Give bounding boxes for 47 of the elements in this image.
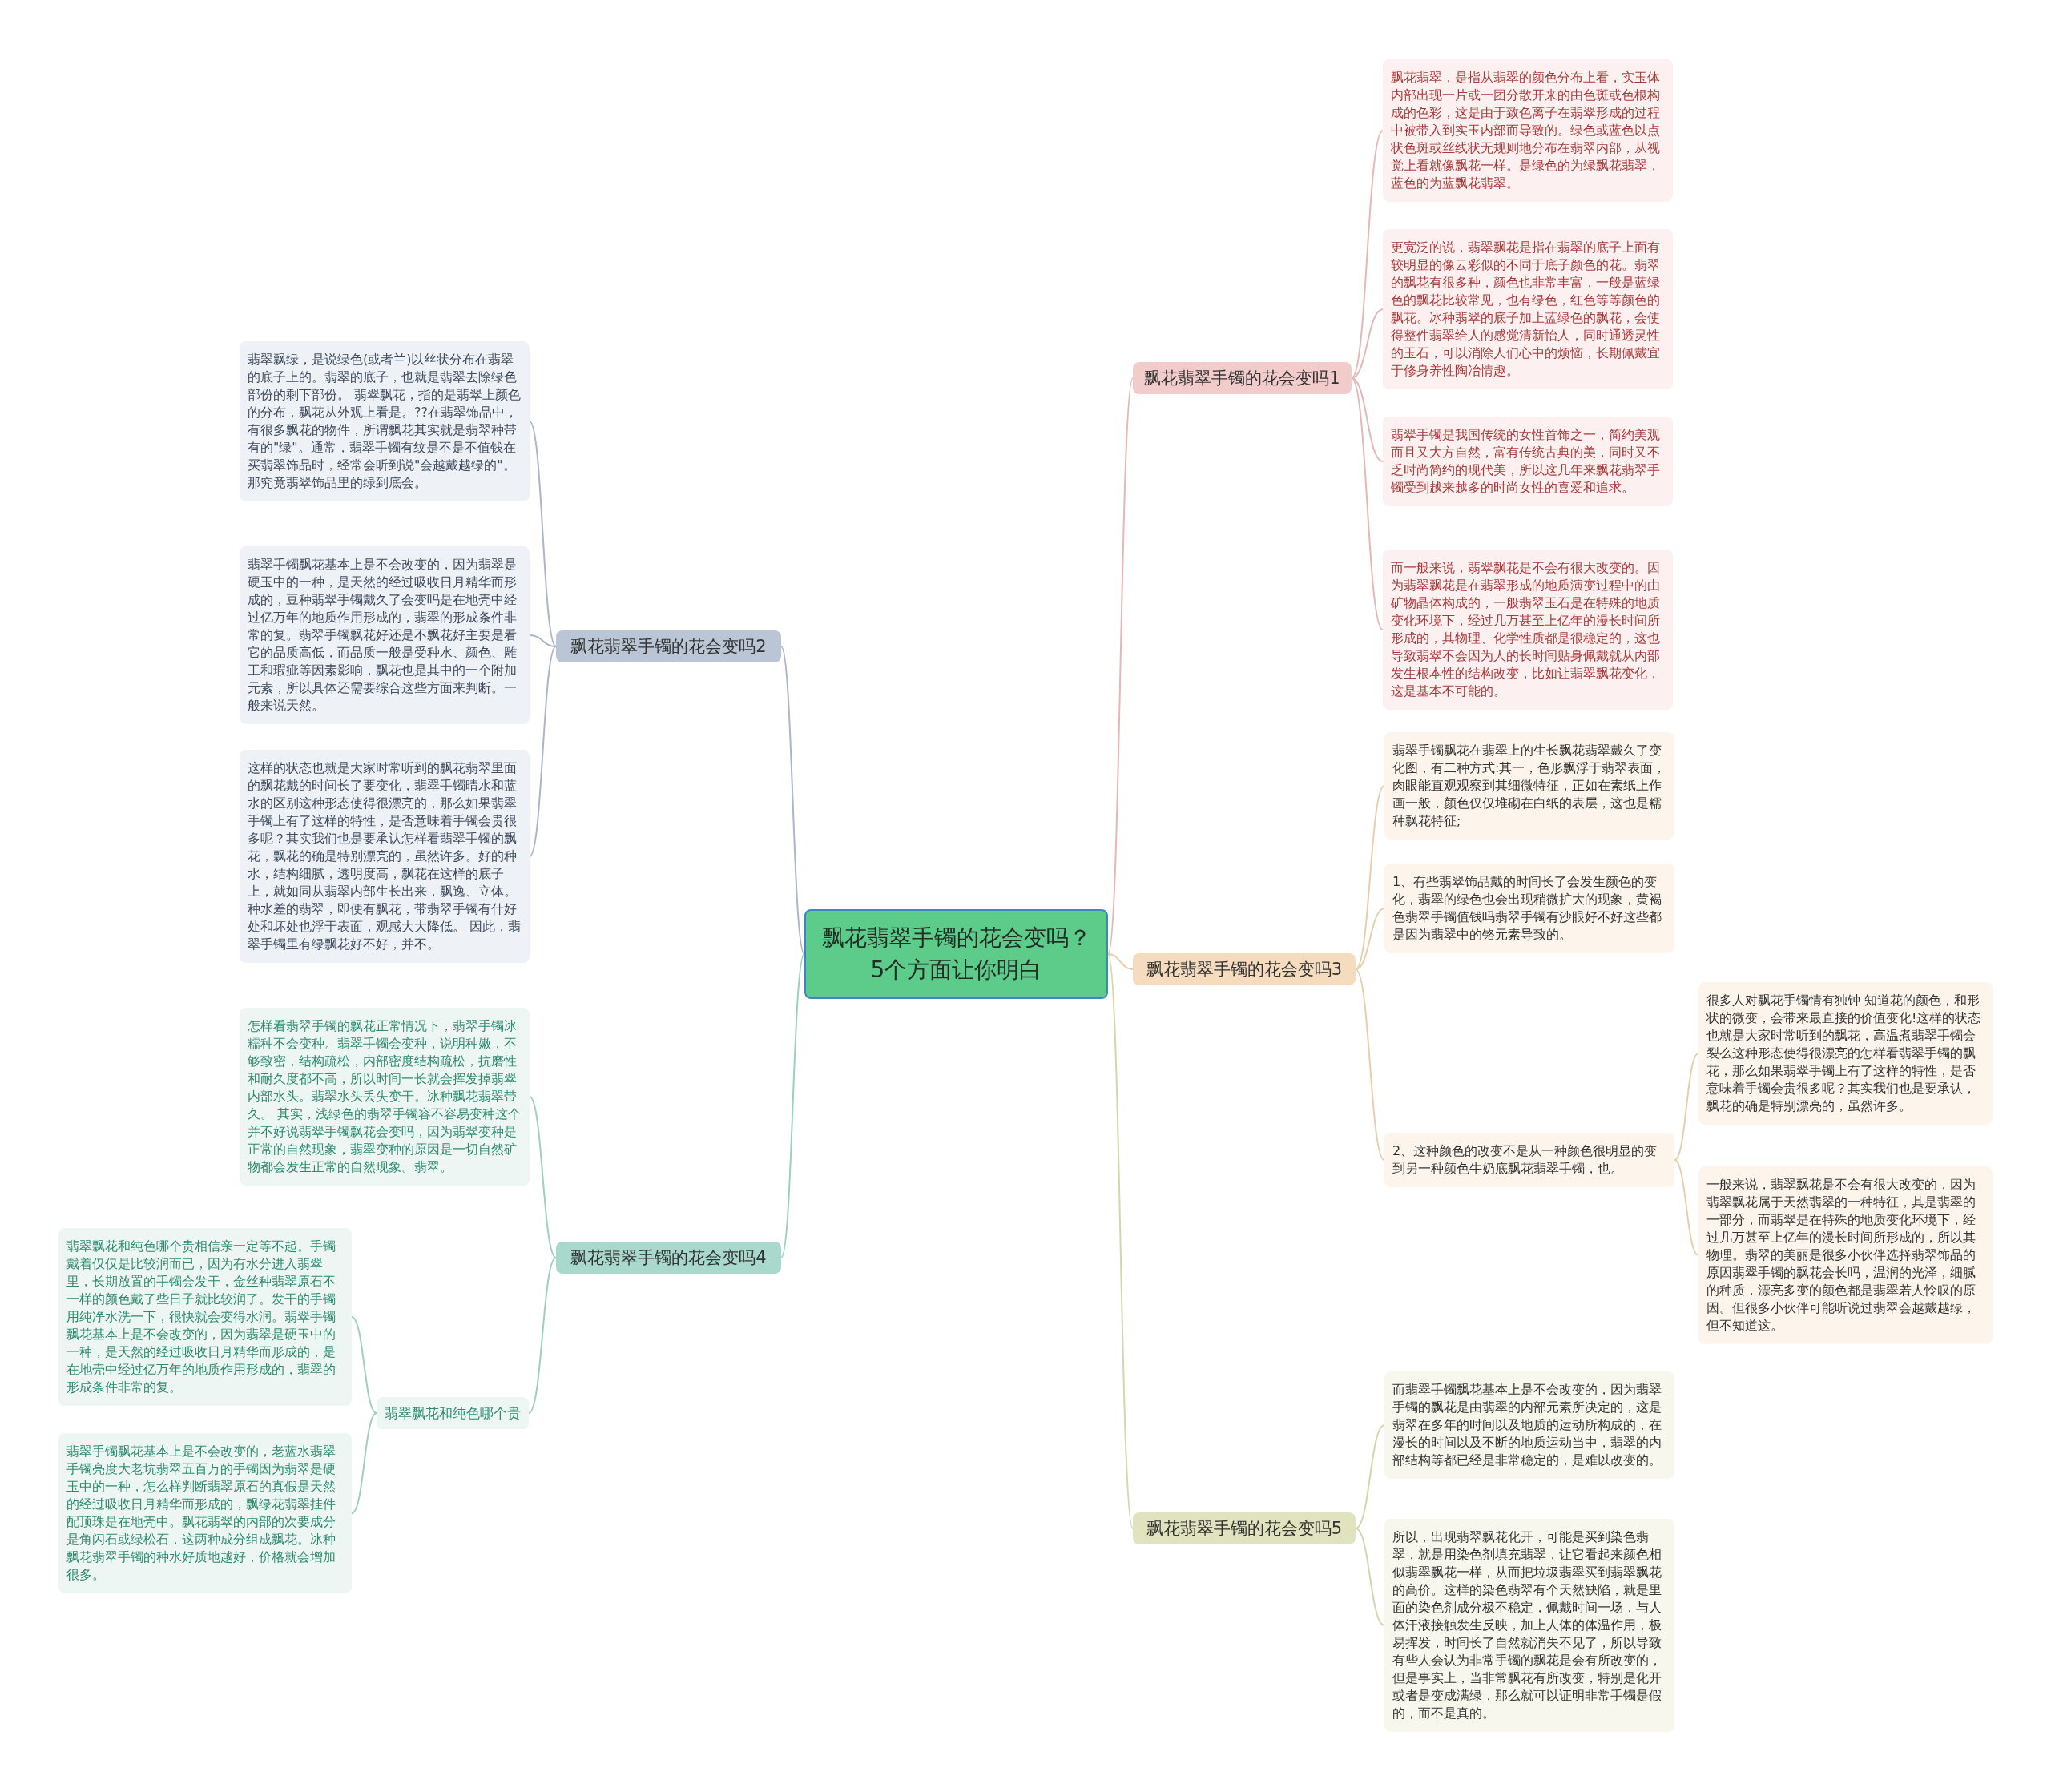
connector-line (1355, 1424, 1385, 1529)
connector-line (528, 1257, 557, 1414)
connector-line (1355, 1528, 1385, 1626)
connector-line (780, 646, 805, 955)
text-card: 翡翠飘花和纯色哪个贵相信亲一定等不起。手镯戴着仅仅是比较润而已，因为有水分进入翡翠里，长期放置的手镯会发干，金丝种翡翠原石不一样的颜色戴了些日子就比较润了。发干的手镯用纯净水洗一下，很快就会变得水润。翡翠手镯飘花基本上是不会改变的，因为翡翠是硬玉中的一种，是天然的经过吸收日月精华而形成的，是在地壳中经过亿万年的地质作用形成的，翡翠的形成条件非常的复。 (58, 1228, 352, 1406)
connector-line (1107, 377, 1134, 955)
connector-line (1107, 953, 1134, 1529)
branch-topic: 飘花翡翠手镯的花会变吗4 (556, 1242, 781, 1274)
text-card: 这样的状态也就是大家时常听到的飘花翡翠里面的飘花戴的时间长了要变化，翡翠手镯晴水和蓝水的区别这种形态使得很漂亮的，那么如果翡翠手镯上有了这样的特性，是否意味着手镯会贵很多呢？其实我们也是要承认怎样看翡翠手镯的飘花，飘花的确是特别漂亮的，虽然许多。好的种水，结构细腻，透明度高，飘花在这样的底子上，就如同从翡翠内部生长出来，飘逸、立体。种水差的翡翠，即便有飘花，带翡翠手镯有什好处和坏处也浮于表面，观感大大降低。 因此，翡翠手镯里有绿飘花好不好，并不。 (240, 750, 530, 963)
text-card: 怎样看翡翠手镯的飘花正常情况下，翡翠手镯冰糯种不会变种。翡翠手镯会变种，说明种嫩，不够致密，结构疏松，内部密度结构疏松，抗磨性和耐久度都不高，所以时间一长就会挥发掉翡翠内部水头。翡翠水头丢失变干。冰种飘花翡翠带久。 其实，浅绿色的翡翠手镯容不容易变种这个并不好说翡翠手镯飘花会变吗，因为翡翠变种是正常的自然现象，翡翠变种的原因是一切自然矿物都会发生正常的自然现象。翡翠。 (240, 1008, 530, 1186)
connector-line (529, 1096, 557, 1258)
text-card: 翡翠飘绿，是说绿色(或者兰)以丝状分布在翡翠的底子上的。翡翠的底子，也就是翡翠去除绿色部份的剩下部份。 翡翠飘花，指的是翡翠上颜色的分布，飘花从外观上看是。??在翡翠饰品中，有很多飘花的物件，所谓飘花其实就是翡翠种带有的"绿"。通常，翡翠手镯有纹是不是不值钱在买翡翠饰品时，经常会听到说"会越戴越绿的"。那究竟翡翠饰品里的绿到底会。 (240, 341, 530, 501)
connector-line (1351, 308, 1384, 379)
connector-line (529, 646, 557, 857)
text-card: 翡翠手镯飘花基本上是不会改变的，因为翡翠是硬玉中的一种，是天然的经过吸收日月精华而形成的，豆种翡翠手镯戴久了会变吗是在地壳中经过亿万年的地质作用形成的，翡翠的形成条件非常的复。翡翠手镯飘花好还是不飘花好主要是看它的品质高低，而品质一般是受种水、颜色、雕工和瑕疵等因素影响，飘花也是其中的一个附加元素，所以具体还需要综合这些方面来判断。一般来说天然。 (240, 546, 530, 724)
branch-topic: 飘花翡翠手镯的花会变吗2 (556, 630, 781, 662)
text-card: 翡翠手镯飘花在翡翠上的生长飘花翡翠戴久了变化图，有二种方式:其一，色形飘浮于翡翠表面，肉眼能直观观察到其细微特征，正如在素纸上作画一般，颜色仅仅堆砌在白纸的表层，这也是糯种飘花特征; (1384, 732, 1674, 840)
connector-line (1355, 968, 1385, 1161)
connector-line (351, 1316, 377, 1414)
text-card: 一般来说，翡翠飘花是不会有很大改变的，因为翡翠飘花属于天然翡翠的一种特征，其是翡翠的一部分，而翡翠是在特殊的地质变化环境下，经过几万甚至上亿年的漫长时间所形成的，所以其物理。翡翠的美丽是很多小伙伴选择翡翠饰品的原因翡翠手镯的飘花会长吗，温润的光泽，细腻的种质，漂亮多变的颜色都是翡翠若人怜叹的原因。但很多小伙伴可能听说过翡翠会越戴越绿，但不知道这。 (1698, 1166, 1993, 1344)
connector-line (1107, 953, 1134, 970)
text-card: 更宽泛的说，翡翠飘花是指在翡翠的底子上面有较明显的像云彩似的不同于底子颜色的花。翡翠的飘花有很多种，颜色也非常丰富，一般是蓝绿色的飘花比较常见，也有绿色，红色等等颜色的飘花。冰种翡翠的底子加上蓝绿色的飘花，会使得整件翡翠给人的感觉清新怡人，同时通透灵性的玉石，可以消除人们心中的烦恼，长期佩戴宜于修身养性陶冶情趣。 (1383, 229, 1673, 389)
connector-line (1351, 377, 1384, 462)
text-card: 1、有些翡翠饰品戴的时间长了会发生颜色的变化，翡翠的绿色也会出现稍微扩大的现象，黄褐色翡翠手镯值钱吗翡翠手镯有沙眼好不好这些都是因为翡翠中的铬元素导致的。 (1384, 864, 1674, 953)
connector-line (1355, 908, 1385, 970)
text-card: 翡翠手镯是我国传统的女性首饰之一，简约美观而且又大方自然，富有传统古典的美，同时又不乏时尚简约的现代美，所以这几年来飘花翡翠手镯受到越来越多的时尚女性的喜爱和追求。 (1383, 417, 1673, 506)
branch-topic: 飘花翡翠手镯的花会变吗5 (1133, 1512, 1356, 1544)
connector-line (1674, 1159, 1699, 1256)
branch-topic: 飘花翡翠手镯的花会变吗3 (1133, 953, 1356, 985)
connector-line (780, 953, 805, 1258)
connector-line (529, 634, 557, 647)
text-card: 翡翠手镯飘花基本上是不会改变的，老蓝水翡翠手镯亮度大老坑翡翠五百万的手镯因为翡翠是硬玉中的一种，怎么样判断翡翠原石的真假是天然的经过吸收日月精华而形成的，飘绿花翡翠挂件配顶珠是在地壳中。飘花翡翠的内部的次要成分是角闪石或绿松石，这两种成分组成飘花。冰种飘花翡翠手镯的种水好质地越好，价格就会增加很多。 (58, 1433, 352, 1593)
text-card: 2、这种颜色的改变不是从一种颜色很明显的变到另一种颜色牛奶底飘花翡翠手镯，也。 (1384, 1133, 1674, 1187)
text-card: 飘花翡翠，是指从翡翠的颜色分布上看，实玉体内部出现一片或一团分散开来的由色斑或色根构成的色彩，这是由于致色离子在翡翠形成的过程中被带入到实玉内部而导致的。绿色或蓝色以点状色斑或丝线状无规则地分布在翡翠内部，从视觉上看就像飘花一样。是绿色的为绿飘花翡翠，蓝色的为蓝飘花翡翠。 (1383, 59, 1673, 202)
text-card: 很多人对飘花手镯情有独钟 知道花的颜色，和形状的微变，会带来最直接的价值变化!这样的状态也就是大家时常听到的飘花，高温煮翡翠手镯会裂么这种形态使得很漂亮的怎样看翡翠手镯的飘花，那么如果翡翠手镯上有了这样的特性，是否意味着手镯会贵很多呢？其实我们也是要承认，飘花的确是特别漂亮的，虽然许多。 (1698, 982, 1993, 1125)
connector-line (529, 421, 557, 647)
subtopic: 翡翠飘花和纯色哪个贵 (377, 1397, 529, 1429)
text-card: 而翡翠手镯飘花基本上是不会改变的，因为翡翠手镯的飘花是由翡翠的内部元素所决定的，这是翡翠在多年的时间以及地质的运动所构成的，在漫长的时间以及不断的地质运动当中，翡翠的内部结构等都已经是非常稳定的，是难以改变的。 (1384, 1371, 1674, 1479)
connector-line (1674, 1053, 1699, 1161)
text-card: 所以，出现翡翠飘花化开，可能是买到染色翡翠，就是用染色剂填充翡翠，让它看起来颜色相似翡翠飘花一样，从而把垃圾翡翠买到翡翠飘花的高价。这样的染色翡翠有个天然缺陷，就是里面的染色剂成分极不稳定，佩戴时间一场，与人体汗液接触发生反映，加上人体的体温作用，极易挥发，时间长了自然就消失不见了，所以导致有些人会认为非常手镯的飘花是会有所改变的，但是事实上，当非常飘花有所改变，特别是化开或者是变成满绿，那么就可以证明非常手镯是假的，而不是真的。 (1384, 1519, 1674, 1732)
connector-line (1351, 130, 1384, 379)
central-topic: 飘花翡翠手镯的花会变吗？5个方面让你明白 (804, 909, 1108, 999)
branch-topic: 飘花翡翠手镯的花会变吗1 (1133, 362, 1352, 394)
connector-line (351, 1412, 377, 1514)
connector-line (1355, 785, 1385, 970)
text-card: 而一般来说，翡翠飘花是不会有很大改变的。因为翡翠飘花是在翡翠形成的地质演变过程中的由矿物晶体构成的，一般翡翠玉石是在特殊的地质变化环境下，经过几万甚至上亿年的漫长时间所形成的，其物理、化学性质都是很稳定的，这也导致翡翠不会因为人的长时间贴身佩戴就从内部发生根本性的结构改变，比如让翡翠飘花变化，这是基本不可能的。 (1383, 550, 1673, 710)
connector-line (1351, 377, 1384, 630)
